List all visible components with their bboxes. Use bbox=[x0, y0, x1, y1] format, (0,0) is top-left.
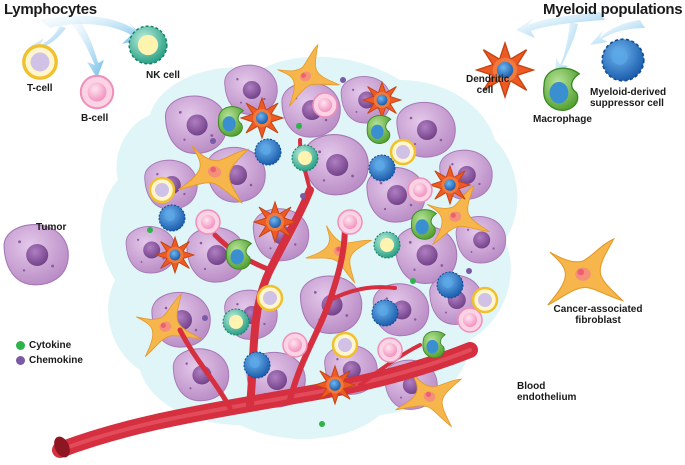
blood-line1: Blood bbox=[517, 381, 546, 392]
macrophage-label: Macrophage bbox=[533, 114, 592, 125]
signal-molecules bbox=[147, 77, 472, 427]
tumor-legend-cell bbox=[3, 224, 69, 286]
blood-endothelium-label: Blood endothelium bbox=[517, 381, 576, 403]
mdsc-line1: Myeloid-derived bbox=[590, 87, 667, 98]
legend: Cytokine Chemokine bbox=[16, 340, 83, 366]
legend-chemokine: Chemokine bbox=[16, 355, 83, 366]
dendritic-line1: Dendritic bbox=[466, 74, 510, 85]
dendritic-line2: cell bbox=[476, 85, 494, 96]
b-cell-label: B-cell bbox=[81, 113, 109, 124]
chemokine-label: Chemokine bbox=[29, 355, 83, 366]
cytokine-label: Cytokine bbox=[29, 340, 72, 351]
mdsc-line2: suppressor cell bbox=[590, 98, 664, 109]
nk-cell-label: NK cell bbox=[146, 70, 180, 81]
cytokine-dot-icon bbox=[16, 340, 25, 350]
caf-line2: fibroblast bbox=[575, 315, 621, 326]
lymphocytes-group bbox=[22, 15, 168, 110]
myeloid-heading: Myeloid populations bbox=[543, 1, 683, 18]
dendritic-cell-label: Dendritic cell bbox=[466, 74, 509, 96]
blood-line2: endothelium bbox=[517, 392, 577, 403]
fibroblast-legend-cell bbox=[547, 238, 624, 306]
tumor-label: Tumor bbox=[36, 222, 67, 233]
myeloid-group bbox=[475, 12, 645, 112]
chemokine-dot-icon bbox=[16, 355, 25, 365]
mdsc-label: Myeloid-derived suppressor cell bbox=[590, 87, 666, 109]
legend-cytokine: Cytokine bbox=[16, 340, 83, 351]
caf-line1: Cancer-associated bbox=[553, 304, 643, 315]
caf-label: Cancer-associated fibroblast bbox=[549, 304, 647, 326]
t-cell-label: T-cell bbox=[27, 83, 53, 94]
lymphocytes-heading: Lymphocytes bbox=[4, 1, 97, 18]
